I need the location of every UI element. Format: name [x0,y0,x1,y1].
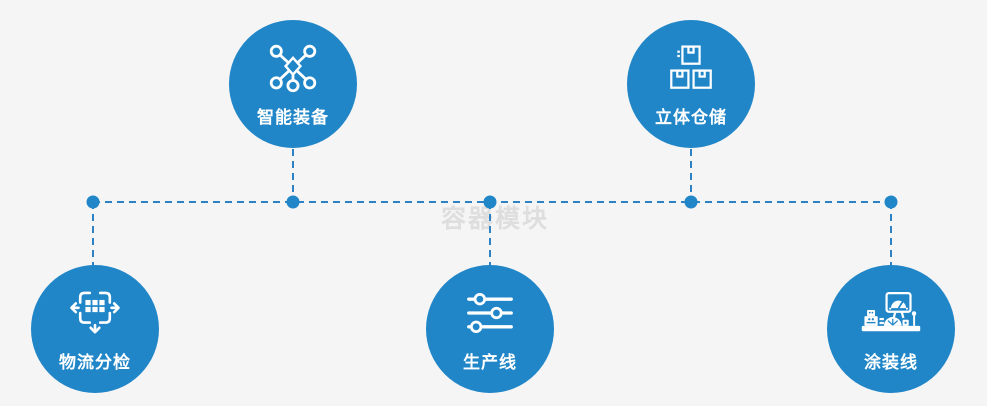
node-production-line: 生产线 [426,265,554,393]
junction-dot [286,195,300,209]
sliders-icon [466,286,514,340]
junction-dot [86,195,100,209]
node-label: 涂装线 [864,353,918,373]
junction-dot [884,195,898,209]
network-nodes-icon [265,41,321,95]
node-label: 生产线 [463,353,517,373]
node-label: 物流分检 [59,353,131,373]
node-intelligent-equipment: 智能装备 [229,20,357,148]
sort-distribute-icon [68,286,122,340]
node-stereoscopic-warehouse: 立体仓储 [627,20,755,148]
node-label: 智能装备 [257,108,329,128]
watermark-text: 容器模块 [441,204,550,233]
paint-machine-icon [860,286,922,340]
junction-dot [483,195,497,209]
node-label: 立体仓储 [655,108,727,128]
junction-dot [684,195,698,209]
stacked-boxes-icon [667,41,715,95]
node-painting-line: 涂装线 [827,265,955,393]
node-logistics-sorting: 物流分检 [31,265,159,393]
